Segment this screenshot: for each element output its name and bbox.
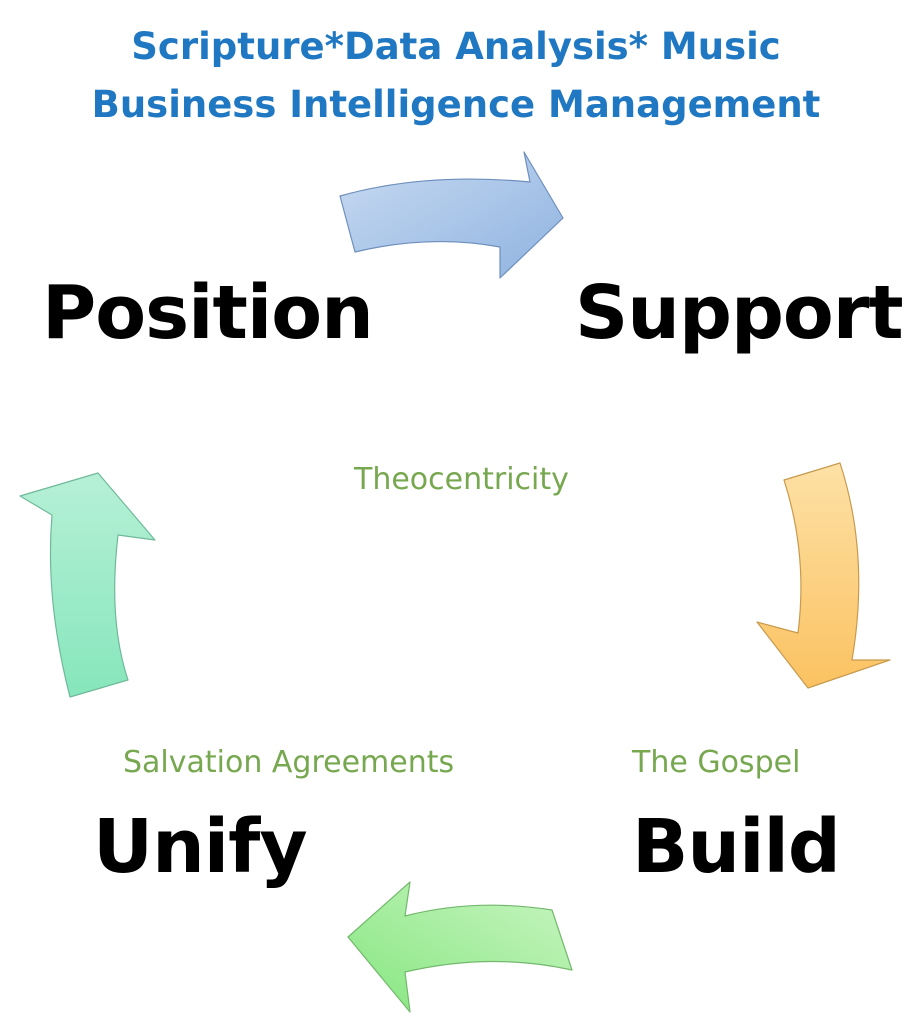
- arrow-left-up-icon: [19, 472, 156, 698]
- arrow-top-right-icon: [339, 151, 564, 279]
- stage-build: Build: [632, 804, 841, 890]
- stage-position: Position: [42, 270, 374, 356]
- note-center: Theocentricity: [354, 462, 569, 497]
- diagram-title-line-2: Business Intelligence Management: [91, 83, 821, 126]
- arrow-bottom-left-icon: [347, 881, 573, 1013]
- note-build: The Gospel: [632, 745, 801, 780]
- diagram-title-line-1: Scripture*Data Analysis* Music: [131, 25, 781, 68]
- arrow-right-down-icon: [756, 462, 891, 689]
- stage-support: Support: [575, 270, 904, 356]
- note-unify: Salvation Agreements: [123, 745, 455, 780]
- stage-unify: Unify: [93, 804, 308, 890]
